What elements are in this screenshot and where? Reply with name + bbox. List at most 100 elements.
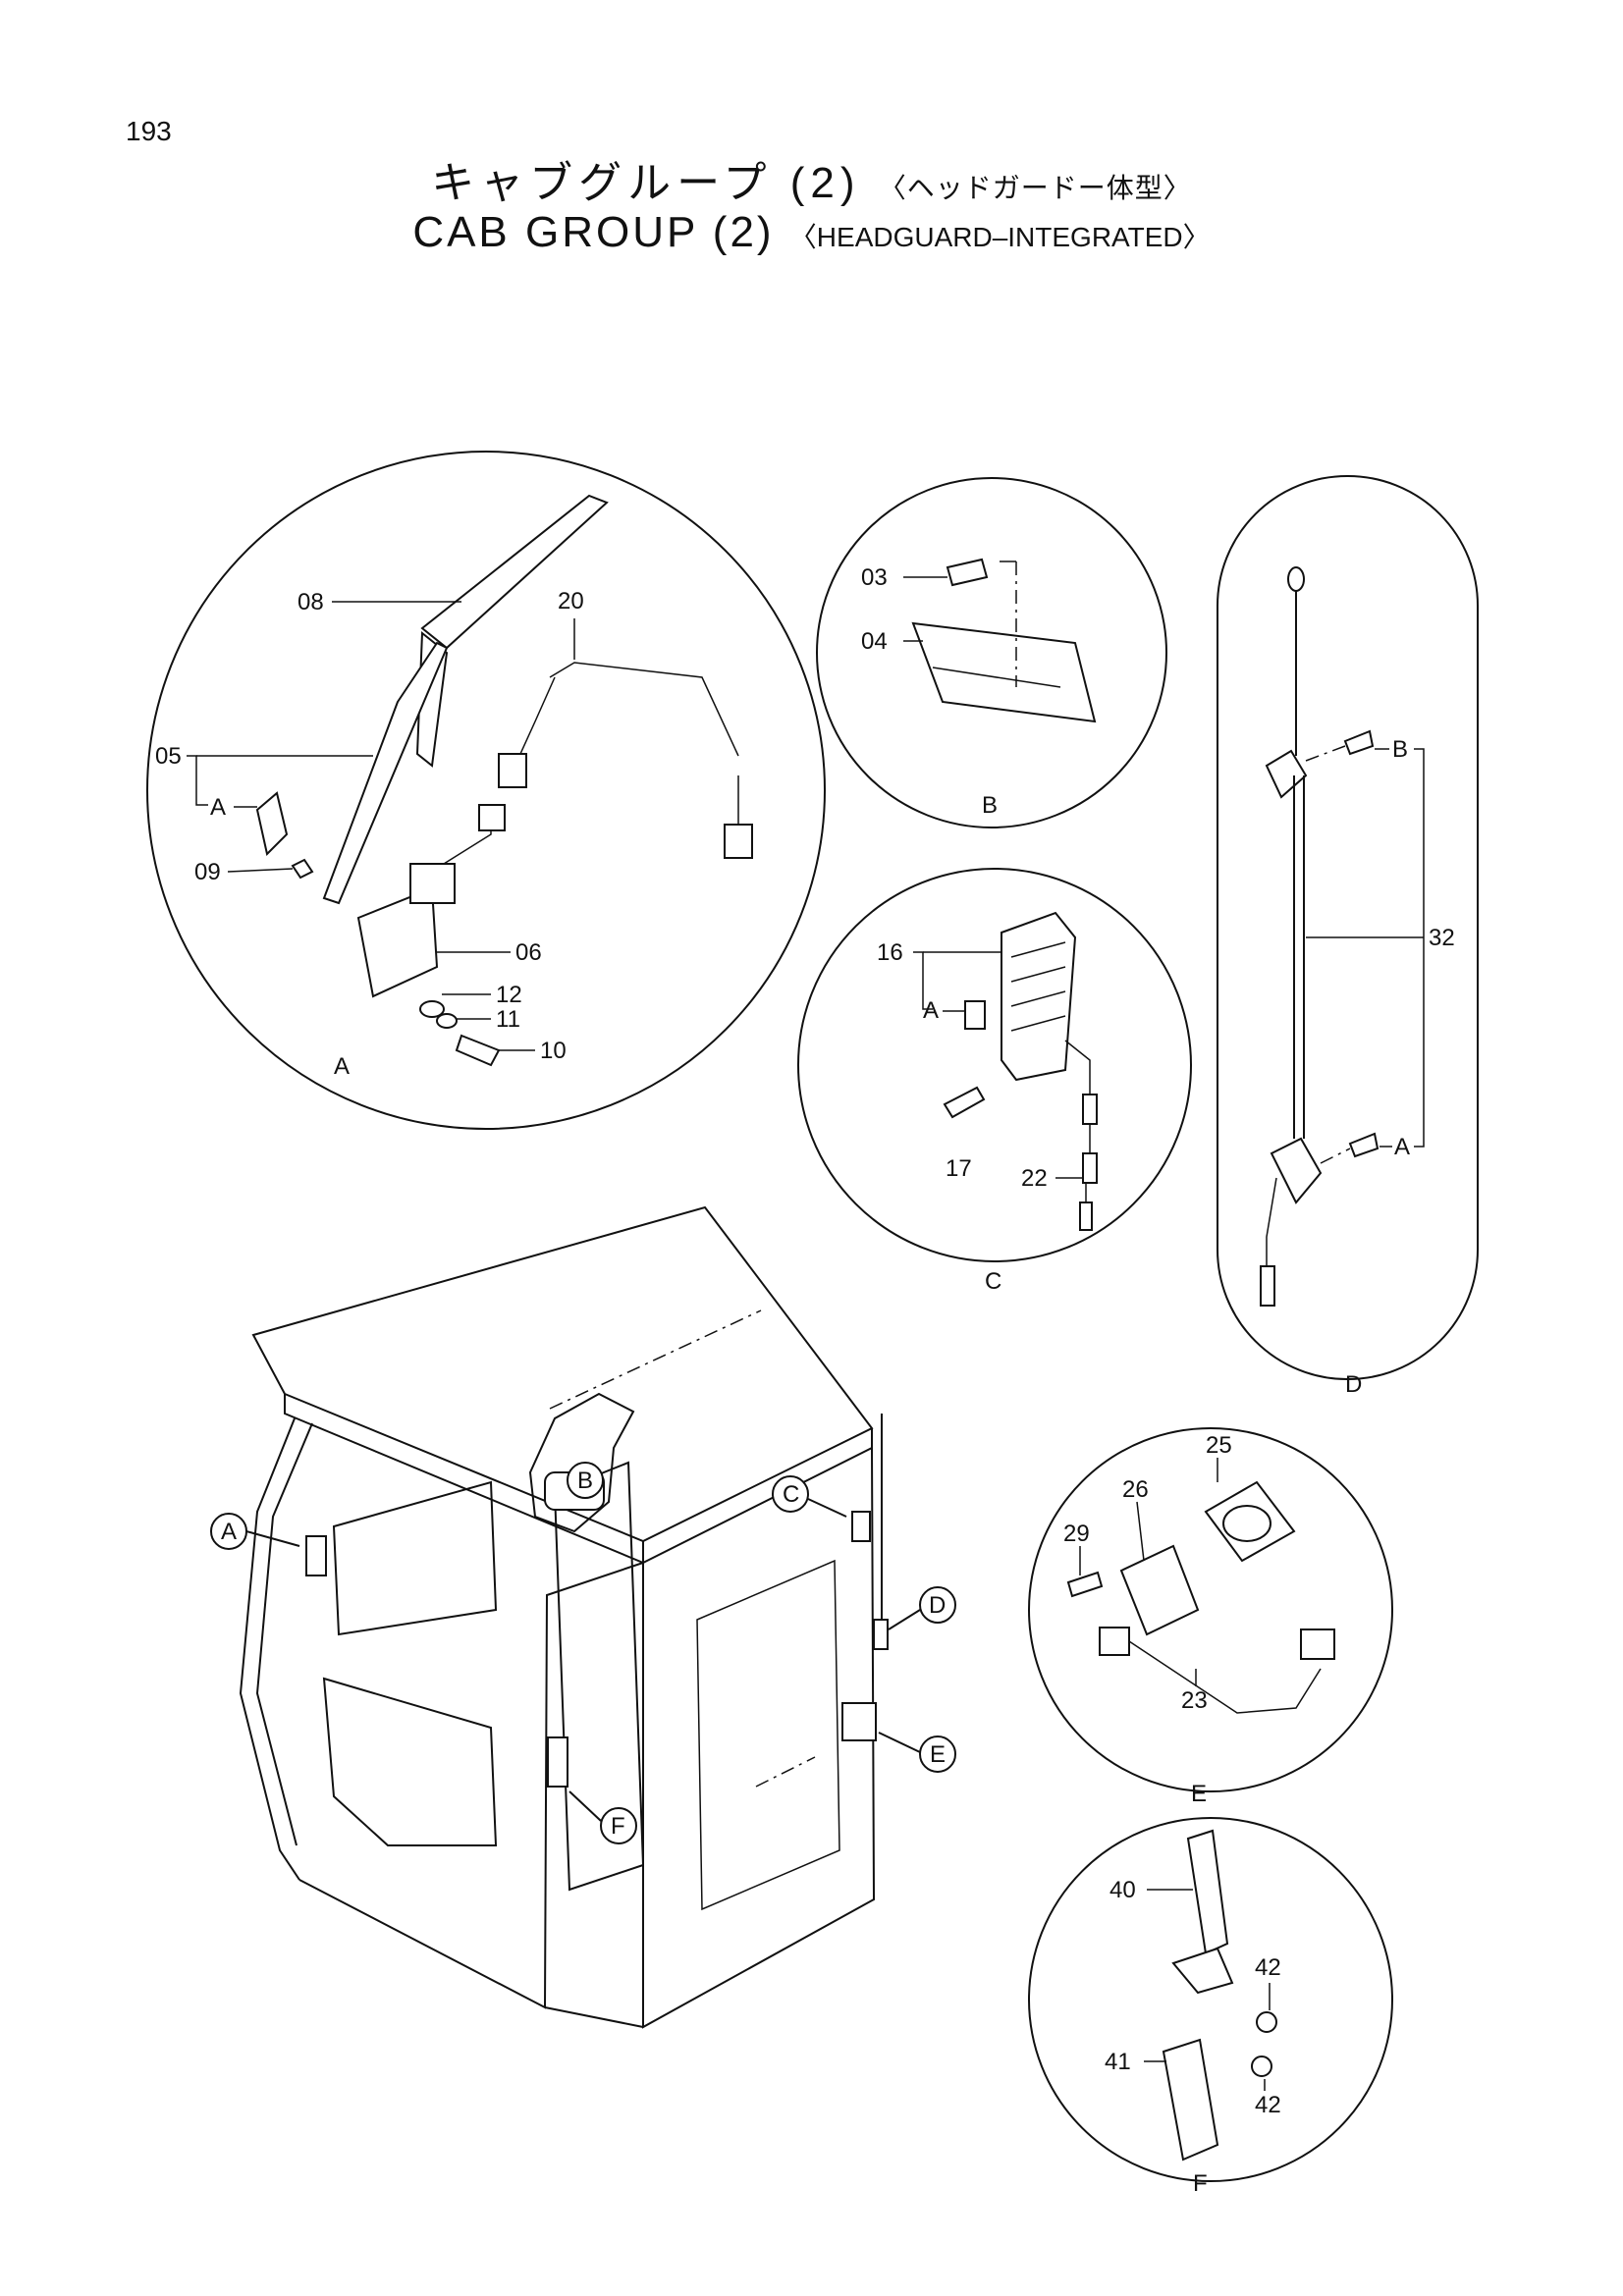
title-english: CAB GROUP (2) 〈HEADGUARD–INTEGRATED〉 bbox=[0, 208, 1623, 257]
label-40: 40 bbox=[1109, 1877, 1136, 1903]
motor-connector bbox=[478, 804, 506, 831]
callout-e: E bbox=[878, 1732, 956, 1773]
callout-f-arrow bbox=[568, 1790, 602, 1822]
washer-hose bbox=[549, 662, 739, 757]
leader-16-bracket bbox=[913, 951, 933, 1010]
label-05: 05 bbox=[155, 743, 182, 770]
detail-b-circle bbox=[816, 477, 1167, 828]
label-17: 17 bbox=[946, 1155, 972, 1182]
detail-a-letter: A bbox=[334, 1053, 350, 1080]
lever-head bbox=[1171, 1947, 1234, 1995]
speaker-connector bbox=[1099, 1627, 1130, 1656]
cab-upper-window bbox=[332, 1480, 498, 1636]
cab-door-lever bbox=[547, 1736, 568, 1788]
title-en-sub: 〈HEADGUARD–INTEGRATED〉 bbox=[788, 222, 1211, 252]
label-a-ref: A bbox=[210, 794, 226, 821]
label-06: 06 bbox=[515, 939, 542, 966]
hose-connector bbox=[498, 753, 527, 788]
lever-handle bbox=[1186, 1829, 1229, 1955]
cab-assembly: A B C D E F bbox=[210, 1205, 956, 2029]
detail-view-c: 16 A 17 22 C bbox=[797, 868, 1192, 1295]
callout-d-label: D bbox=[929, 1592, 946, 1619]
callout-e-circle bbox=[919, 1735, 956, 1773]
label-16: 16 bbox=[877, 939, 903, 966]
detail-view-d: B 32 A D bbox=[1217, 475, 1479, 1398]
cab-antenna-base bbox=[873, 1619, 889, 1650]
cab-routing-speaker bbox=[755, 1756, 816, 1788]
antenna-cable bbox=[1266, 1177, 1277, 1266]
callout-b: B bbox=[567, 1462, 604, 1499]
detail-c-circle bbox=[797, 868, 1192, 1262]
lever-bracket bbox=[1162, 2038, 1219, 2162]
leader-05-bracket bbox=[187, 755, 208, 806]
screw-29 bbox=[1066, 1571, 1104, 1598]
label-22: 22 bbox=[1021, 1165, 1048, 1192]
screw-b-centerline bbox=[1305, 745, 1346, 762]
cab-work-light bbox=[851, 1511, 871, 1542]
callout-a: A bbox=[210, 1513, 300, 1550]
detail-f-circle bbox=[1028, 1817, 1393, 2182]
speaker-connector-2 bbox=[1300, 1629, 1335, 1660]
motor-cap bbox=[409, 863, 456, 904]
screw-03 bbox=[946, 558, 989, 587]
leader-26 bbox=[1136, 1501, 1145, 1562]
detail-a-circle bbox=[146, 451, 826, 1130]
title-jp-main: キャブグループ (2) bbox=[431, 159, 861, 207]
title-japanese: キャブグループ (2) 〈ヘッドガードー体型〉 bbox=[0, 147, 1623, 210]
hose-connector-right bbox=[724, 824, 753, 859]
cab-roof-edge bbox=[284, 1394, 644, 1565]
callout-f-label: F bbox=[611, 1813, 625, 1840]
cab-door-side bbox=[298, 1562, 644, 2009]
cab-wiper-motor bbox=[305, 1535, 327, 1576]
light-lens-lines bbox=[1010, 941, 1066, 1032]
detail-c-letter: C bbox=[985, 1268, 1001, 1295]
cab-routing-top bbox=[549, 1309, 762, 1410]
wiper-arm bbox=[322, 641, 449, 905]
label-25: 25 bbox=[1206, 1432, 1232, 1459]
callout-d-circle bbox=[919, 1586, 956, 1624]
label-04: 04 bbox=[861, 628, 888, 655]
label-10: 10 bbox=[540, 1038, 567, 1064]
speaker-cone bbox=[1222, 1505, 1271, 1542]
callout-c: C bbox=[772, 1475, 847, 1518]
label-41: 41 bbox=[1105, 2049, 1131, 2075]
label-32: 32 bbox=[1429, 925, 1455, 951]
light-wire bbox=[1064, 1040, 1091, 1095]
callout-f: F bbox=[568, 1790, 637, 1844]
detail-e-circle bbox=[1028, 1427, 1393, 1792]
callout-a-arrow bbox=[245, 1530, 300, 1547]
callout-e-label: E bbox=[930, 1741, 946, 1768]
label-c-a-ref: A bbox=[923, 997, 939, 1024]
label-d-a-ref: A bbox=[1394, 1134, 1410, 1160]
label-d-b-ref: B bbox=[1392, 736, 1408, 763]
wiper-blade bbox=[420, 494, 609, 650]
bolt-10 bbox=[455, 1034, 501, 1067]
washer-hose-left bbox=[519, 676, 556, 755]
label-03: 03 bbox=[861, 564, 888, 591]
detail-b-letter: B bbox=[982, 792, 998, 819]
speaker-grille bbox=[1119, 1544, 1200, 1636]
antenna-plug bbox=[1260, 1265, 1275, 1307]
label-12: 12 bbox=[496, 982, 522, 1008]
detail-f-letter: F bbox=[1193, 2170, 1208, 2197]
light-bracket bbox=[964, 1000, 986, 1030]
cab-b-highlight bbox=[528, 1392, 635, 1533]
cab-speaker bbox=[841, 1702, 877, 1741]
callout-e-arrow bbox=[878, 1732, 921, 1753]
screw-a-centerline bbox=[1320, 1148, 1351, 1164]
cab-bottom bbox=[544, 2006, 644, 2028]
connector-22c bbox=[1079, 1201, 1093, 1231]
cab-roof-edge-right bbox=[642, 1428, 873, 1564]
detail-e-letter: E bbox=[1191, 1781, 1207, 1807]
callout-d-arrow bbox=[888, 1609, 921, 1630]
label-09: 09 bbox=[194, 859, 221, 885]
title-jp-sub: 〈ヘッドガードー体型〉 bbox=[878, 173, 1192, 203]
cab-front-frame-inner bbox=[255, 1422, 313, 1846]
washer-11 bbox=[436, 1013, 458, 1029]
page-number: 193 bbox=[126, 116, 172, 146]
connector-22a bbox=[1082, 1094, 1098, 1125]
label-42-top: 42 bbox=[1255, 1954, 1281, 1981]
bolt-17 bbox=[943, 1086, 986, 1119]
label-08: 08 bbox=[298, 589, 324, 615]
